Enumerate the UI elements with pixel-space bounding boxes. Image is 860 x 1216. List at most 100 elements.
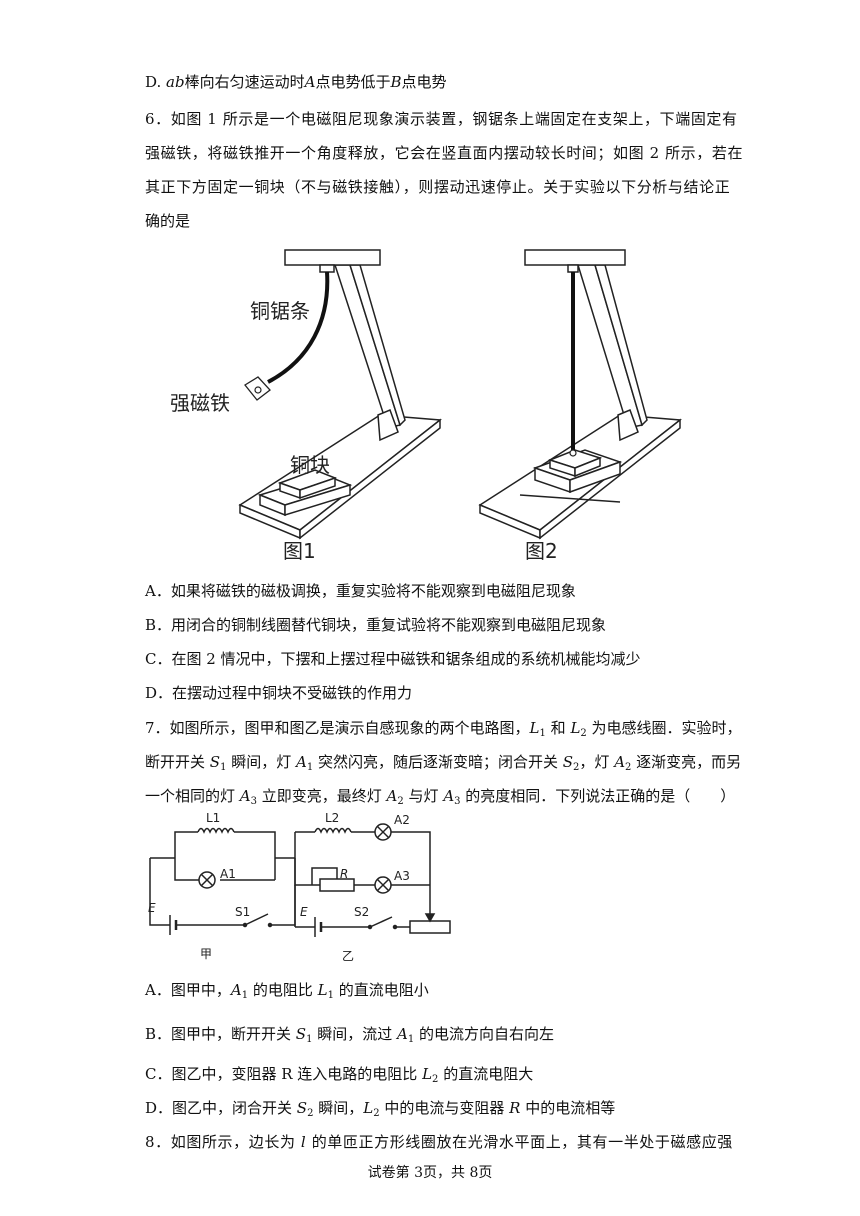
q6-stem-line-4: 确的是 xyxy=(145,212,191,230)
sub: 1 xyxy=(241,990,249,1001)
text: 的直流电阻小 xyxy=(333,981,429,999)
text: 为电感线圈．实验时， xyxy=(586,719,742,737)
text: 7．如图所示，图甲和图乙是演示自感现象的两个电路图， xyxy=(145,719,530,737)
text: A．图甲中， xyxy=(145,981,231,999)
text: 瞬间， xyxy=(313,1099,364,1117)
q6-option-b: B．用闭合的铜制线圈替代铜块，重复试验将不能观察到电磁阻尼现象 xyxy=(145,616,607,634)
text: 中的电流与变阻器 xyxy=(379,1099,510,1117)
text: 点电势 xyxy=(401,73,447,91)
var-l: L xyxy=(363,1099,374,1117)
rheostat-2 xyxy=(409,920,451,934)
var-l: l xyxy=(300,1133,307,1151)
sub: 2 xyxy=(573,762,580,773)
label-a1: A1 xyxy=(220,867,236,881)
label-fig2: 图2 xyxy=(525,539,558,563)
switch-s2 xyxy=(369,916,393,928)
text: 的亮度相同．下列说法正确的是（ ） xyxy=(460,787,736,805)
sub: 2 xyxy=(625,762,632,773)
page-footer: 试卷第 3页，共 8页 xyxy=(367,1165,493,1181)
label-fig1: 图1 xyxy=(283,539,316,563)
q6-option-a: A．如果将磁铁的磁极调换，重复实验将不能观察到电磁阻尼现象 xyxy=(145,582,576,600)
label-s1: S1 xyxy=(235,905,250,919)
text: 瞬间，灯 xyxy=(226,753,296,771)
fig1-top-bar xyxy=(284,249,381,266)
var-a: A xyxy=(397,1025,408,1043)
text: 逐渐变亮，而另 xyxy=(631,753,742,771)
q7-option-a: A．图甲中，A1 的电阻比 L1 的直流电阻小 xyxy=(145,980,429,1006)
label-copper: 铜块 xyxy=(290,453,330,477)
var-l: L xyxy=(529,719,540,737)
fig2-top-bar xyxy=(524,249,626,266)
label-e1: E xyxy=(148,901,156,915)
text: 点电势低于 xyxy=(315,73,391,91)
text: C．图乙中，变阻器 R 连入电路的电阻比 xyxy=(145,1065,423,1083)
text: 的电流方向自右向左 xyxy=(414,1025,554,1043)
q6-stem-line-3: 其正下方固定一铜块（不与磁铁接触），则摆动迅速停止。关于实验以下分析与结论正 xyxy=(145,178,731,196)
q7-stem-line-1: 7．如图所示，图甲和图乙是演示自感现象的两个电路图，L1 和 L2 为电感线圈．… xyxy=(145,718,742,744)
var-a: A xyxy=(386,787,398,805)
text: 的直流电阻大 xyxy=(438,1065,534,1083)
sub: 2 xyxy=(373,1108,380,1119)
fig2-magnet xyxy=(569,449,577,457)
label-r: R xyxy=(340,867,348,881)
sub: 1 xyxy=(327,990,334,1001)
label-a2: A2 xyxy=(394,813,410,827)
text: 突然闪亮，随后逐渐变暗；闭合开关 xyxy=(313,753,563,771)
sub: 2 xyxy=(432,1074,439,1085)
fig1-saw-blade xyxy=(267,271,330,384)
sub: 1 xyxy=(407,1034,415,1045)
var-s: S xyxy=(209,753,221,771)
label-saw: 铜锯条 xyxy=(250,299,310,323)
label-s2: S2 xyxy=(354,905,369,919)
text: 中的电流相等 xyxy=(520,1099,616,1117)
option-letter: D. xyxy=(145,73,162,91)
var-s: S xyxy=(295,1025,307,1043)
label-a3: A3 xyxy=(394,869,410,883)
text: 一个相同的灯 xyxy=(145,787,240,805)
q6-stem-line-1: 6．如图 1 所示是一个电磁阻尼现象演示装置，钢锯条上端固定在支架上，下端固定有 xyxy=(145,110,738,128)
q7-stem-line-3: 一个相同的灯 A3 立即变亮，最终灯 A2 与灯 A3 的亮度相同．下列说法正确… xyxy=(145,786,735,812)
text: ，灯 xyxy=(579,753,615,771)
sub: 1 xyxy=(539,728,546,739)
sub: 1 xyxy=(306,762,314,773)
q8-stem-line-1: 8．如图所示，边长为 l 的单匝正方形线圈放在光滑水平面上，其有一半处于磁感应强 xyxy=(145,1132,733,1152)
fig1-base xyxy=(238,414,442,531)
q6-option-c: C．在图 2 情况中，下摆和上摆过程中磁铁和锯条组成的系统机械能均减少 xyxy=(145,650,641,668)
label-l1: L1 xyxy=(206,811,220,825)
q5-option-d: D. ab棒向右匀速运动时A点电势低于B点电势 xyxy=(145,72,447,92)
sub: 3 xyxy=(250,796,257,807)
text: 和 xyxy=(545,719,571,737)
q6-stem-line-2: 强磁铁，将磁铁推开一个角度释放，它会在竖直面内摆动较长时间；如图 2 所示，若在 xyxy=(145,144,744,162)
text: 8．如图所示，边长为 xyxy=(145,1133,301,1151)
q6-figure: 铜锯条 强磁铁 铜块 图1 图2 xyxy=(170,249,682,563)
var-ab: ab xyxy=(166,73,185,91)
label-l2: L2 xyxy=(325,811,339,825)
inductor-l2 xyxy=(314,827,352,834)
text: 棒向右匀速运动时 xyxy=(184,73,305,91)
sub: 1 xyxy=(220,762,227,773)
q6-option-d: D．在摆动过程中铜块不受磁铁的作用力 xyxy=(145,684,413,702)
text: 瞬间，流过 xyxy=(312,1025,397,1043)
text: 的单匝正方形线圈放在光滑水平面上，其有一半处于磁感应强 xyxy=(306,1133,733,1151)
sub: 2 xyxy=(580,728,587,739)
var-l: L xyxy=(317,981,328,999)
label-e2: E xyxy=(300,905,308,919)
sub: 2 xyxy=(397,796,404,807)
q7-option-d: D．图乙中，闭合开关 S2 瞬间，L2 中的电流与变阻器 R 中的电流相等 xyxy=(145,1098,615,1124)
q7-option-c: C．图乙中，变阻器 R 连入电路的电阻比 L2 的直流电阻大 xyxy=(145,1064,533,1090)
var-a: A xyxy=(239,787,251,805)
text: 断开开关 xyxy=(145,753,210,771)
q7-option-b: B．图甲中，断开开关 S1 瞬间，流过 A1 的电流方向自右向左 xyxy=(145,1024,554,1050)
var-l: L xyxy=(422,1065,433,1083)
sub: 3 xyxy=(454,796,461,807)
var-b: B xyxy=(390,73,402,91)
label-jia: 甲 xyxy=(200,947,212,961)
sub: 2 xyxy=(307,1108,314,1119)
switch-s1 xyxy=(244,913,269,926)
text: 立即变亮，最终灯 xyxy=(257,787,387,805)
var-a: A xyxy=(295,753,307,771)
var-s: S xyxy=(296,1099,308,1117)
inductor-l1 xyxy=(197,827,235,834)
var-r: R xyxy=(509,1099,521,1117)
q7-stem-line-2: 断开开关 S1 瞬间，灯 A1 突然闪亮，随后逐渐变暗；闭合开关 S2，灯 A2… xyxy=(145,752,741,778)
